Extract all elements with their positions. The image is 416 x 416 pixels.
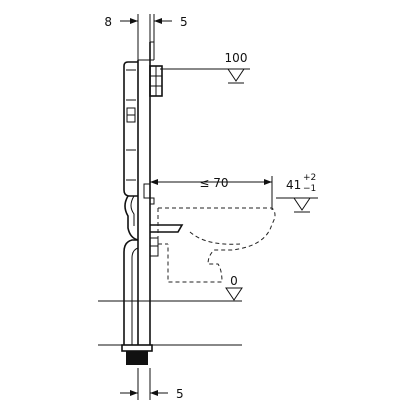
top-dimension-group: 8 5 [104, 14, 188, 66]
drain-pipe-inner [131, 247, 139, 345]
frame-column [121, 41, 184, 365]
arrow-icon [130, 18, 138, 24]
floor-level-group: 0 [98, 274, 243, 346]
level-triangle-icon [293, 197, 311, 211]
level-top-label: 100 [225, 51, 248, 65]
drain-pipe-left [123, 239, 138, 345]
horizontal-dimension-group: ≤ 70 [150, 176, 273, 210]
level-middle-tol-minus: −1 [303, 184, 316, 194]
bowl-outline [158, 207, 276, 283]
bowl-inner-curve [189, 231, 241, 245]
level-middle-label: 41 [286, 178, 301, 192]
bottom-dimension-group: 5 [120, 368, 184, 401]
toilet-bowl [157, 207, 276, 283]
arrow-icon [130, 390, 138, 396]
level-floor-label: 0 [230, 274, 238, 288]
level-41-group: 41 +2 −1 [276, 173, 318, 213]
level-triangle-icon [225, 287, 243, 301]
flush-pipe [124, 195, 139, 241]
arrow-icon [150, 179, 158, 185]
dimension-top-right-label: 5 [180, 15, 188, 29]
mounting-arm [150, 224, 184, 233]
arrow-icon [150, 390, 158, 396]
flush-pipe-inner [130, 195, 135, 226]
distance-label: ≤ 70 [199, 176, 228, 190]
arrow-icon [154, 18, 162, 24]
level-middle-tol-plus: +2 [303, 173, 316, 183]
pipe-connector [149, 237, 159, 257]
arrow-icon [264, 179, 272, 185]
level-triangle-icon [227, 68, 245, 82]
dimension-top-left-label: 8 [104, 15, 112, 29]
cistern-outline [123, 61, 138, 197]
level-100-group: 100 [160, 51, 250, 84]
frame-bracket [149, 197, 155, 205]
frame-bracket [143, 183, 151, 199]
dimension-bottom-label: 5 [176, 387, 184, 401]
outlet-socket [126, 351, 148, 365]
outlet-cap [121, 344, 153, 352]
